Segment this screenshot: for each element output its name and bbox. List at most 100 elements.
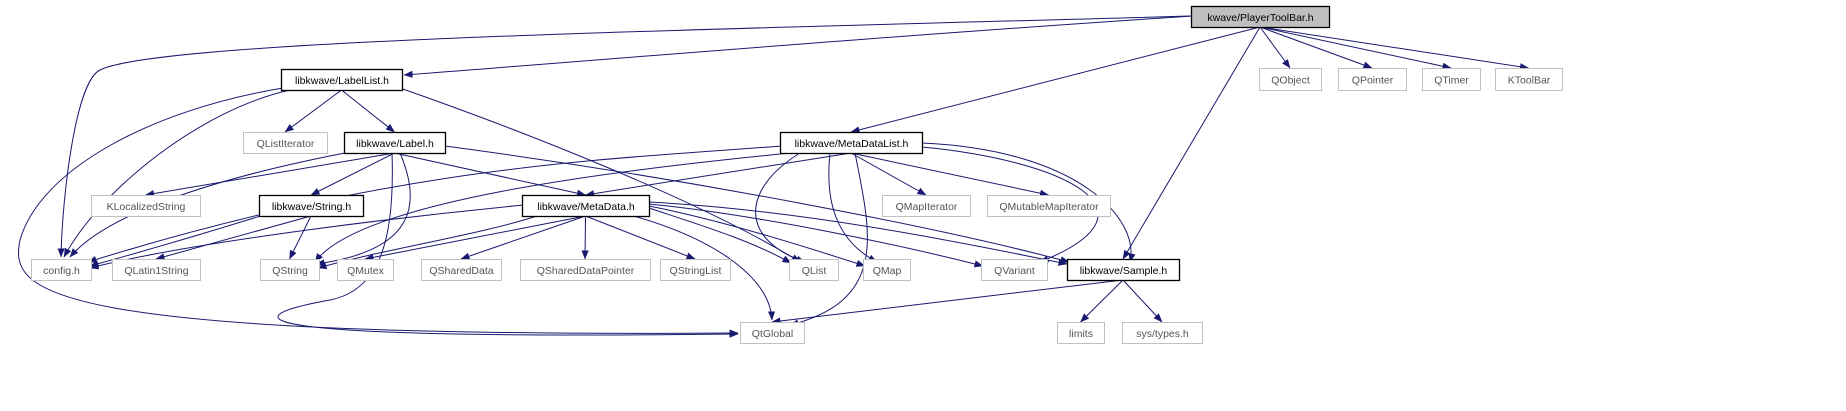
node-label: QList — [802, 265, 827, 277]
node-box — [981, 259, 1048, 281]
edge-metadata-to-qlist — [648, 207, 792, 264]
node-qstringlist: QStringList — [660, 259, 731, 281]
node-box — [1338, 68, 1407, 91]
edge-metadatalist-to-sample — [921, 142, 1136, 263]
edge-label-to-string — [310, 152, 395, 196]
node-label: QMapIterator — [896, 201, 958, 213]
edge-sample-to-systypes — [1122, 279, 1163, 323]
edge-metadatalist-to-qmutablemapiterator — [850, 152, 1049, 197]
node-label: sys/types.h — [1136, 328, 1189, 340]
node-label: QListIterator — [257, 138, 315, 150]
dependency-edges — [18, 15, 1529, 338]
node-box — [882, 195, 971, 217]
node-label: libkwave/LabelList.h — [295, 75, 389, 87]
node-box — [337, 259, 394, 281]
node-label[interactable]: libkwave/Label.h — [343, 131, 447, 155]
edge-metadata-to-config — [89, 204, 525, 270]
file-nodes: kwave/PlayerToolBar.h libkwave/LabelList.… — [31, 5, 1563, 344]
edge-root-to-metadatalist — [850, 26, 1261, 134]
node-label: limits — [1069, 328, 1093, 340]
node-box — [31, 259, 92, 281]
node-box — [260, 259, 320, 281]
node-label: QTimer — [1434, 75, 1469, 87]
node-box — [112, 259, 201, 281]
node-label: libkwave/Sample.h — [1080, 265, 1168, 277]
node-box — [987, 195, 1111, 217]
node-label: KLocalizedString — [107, 201, 186, 213]
node-label: QVariant — [994, 265, 1035, 277]
edge-root-to-qtimer — [1259, 26, 1452, 70]
node-box — [1190, 5, 1331, 29]
node-label: QMutableMapIterator — [999, 201, 1099, 213]
node-box — [1259, 68, 1322, 91]
edge-labellist-to-label — [341, 89, 395, 133]
edge-metadata-to-qstringlist — [585, 215, 696, 260]
node-systypes: sys/types.h — [1122, 322, 1203, 344]
node-qpointer: QPointer — [1338, 68, 1407, 91]
edge-root-to-sample — [1122, 26, 1261, 260]
node-metadata[interactable]: libkwave/MetaData.h — [521, 194, 651, 218]
node-box — [91, 195, 201, 217]
node-label: QtGlobal — [752, 328, 793, 340]
node-box — [521, 194, 651, 218]
node-qtglobal: QtGlobal — [740, 322, 805, 344]
node-string[interactable]: libkwave/String.h — [258, 194, 365, 218]
edge-sample-to-limits — [1080, 279, 1124, 323]
node-box — [258, 194, 365, 218]
edge-string-to-config — [89, 212, 271, 268]
node-sample[interactable]: libkwave/Sample.h — [1066, 258, 1181, 282]
node-label: QSharedDataPointer — [537, 265, 635, 277]
node-qtimer: QTimer — [1422, 68, 1481, 91]
node-box — [1057, 322, 1105, 344]
node-label: QMutex — [347, 265, 385, 277]
node-label: libkwave/Label.h — [356, 138, 434, 150]
edge-metadata-to-qtglobal — [629, 214, 776, 321]
edge-labellist-to-qlist — [399, 87, 801, 263]
node-qmutablemapiterator: QMutableMapIterator — [987, 195, 1111, 217]
node-box — [520, 259, 651, 281]
edge-metadatalist-to-qmapiterator — [850, 152, 927, 196]
node-root[interactable]: kwave/PlayerToolBar.h — [1190, 5, 1331, 29]
node-label: libkwave/MetaData.h — [537, 201, 635, 213]
edge-label-to-klocalizedstring — [145, 152, 395, 198]
node-label: QObject — [1271, 75, 1310, 87]
edge-string-to-qlatin1string — [155, 215, 312, 261]
node-qmutex: QMutex — [337, 259, 394, 281]
edge-metadatalist-to-qstring — [314, 152, 791, 263]
node-qmapiterator: QMapIterator — [882, 195, 971, 217]
edge-label-to-metadata — [394, 152, 586, 197]
node-label: libkwave/String.h — [272, 201, 352, 213]
node-label: config.h — [43, 265, 80, 277]
node-box — [740, 322, 805, 344]
node-qmap: QMap — [863, 259, 911, 281]
node-label: QSharedData — [429, 265, 493, 277]
node-box — [660, 259, 731, 281]
edge-metadatalist-to-metadata — [585, 152, 852, 198]
node-box — [243, 132, 328, 154]
edge-labellist-to-qlistiterator — [284, 89, 342, 133]
edge-metadatalist-to-qvariant — [921, 146, 1099, 263]
node-labellist[interactable]: libkwave/LabelList.h — [280, 68, 404, 92]
edge-metadata-to-qshareddatapointer — [581, 215, 589, 260]
node-label: kwave/PlayerToolBar.h — [1207, 12, 1313, 24]
node-config: config.h — [31, 259, 92, 281]
node-box — [863, 259, 911, 281]
edge-metadata-to-qshareddata — [460, 215, 586, 260]
node-metadatalist[interactable]: libkwave/MetaDataList.h — [779, 131, 924, 155]
node-box — [1422, 68, 1481, 91]
edge-metadata-to-qvariant — [648, 203, 984, 268]
node-qlist: QList — [789, 259, 839, 281]
edge-labellist-to-config — [63, 89, 291, 258]
edge-root-to-qpointer — [1259, 26, 1373, 69]
node-qobject: QObject — [1259, 68, 1322, 91]
node-box — [1495, 68, 1563, 91]
node-box — [280, 68, 404, 92]
node-box — [421, 259, 502, 281]
node-label: libkwave/MetaDataList.h — [795, 138, 909, 150]
edge-string-to-qstring — [289, 215, 312, 260]
edge-root-to-qobject — [1259, 26, 1291, 69]
edge-label-to-sample — [444, 145, 1070, 264]
node-qlatin1string: QLatin1String — [112, 259, 201, 281]
node-qshareddata: QSharedData — [421, 259, 502, 281]
node-qstring: QString — [260, 259, 320, 281]
